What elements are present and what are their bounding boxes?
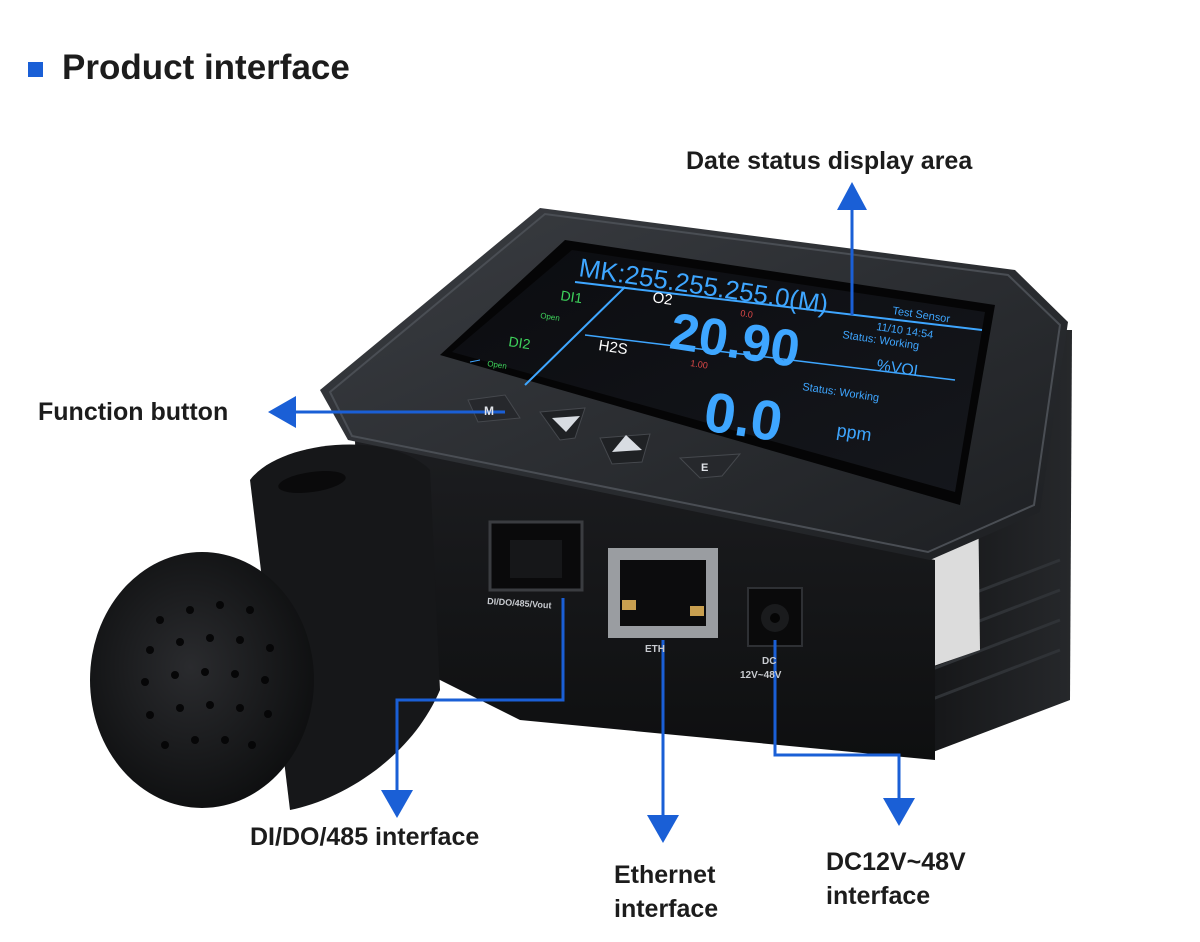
port-dc-power (747, 587, 803, 647)
port-label-dc-top: DC (762, 656, 776, 667)
key-up-icon (612, 435, 642, 452)
port-label-eth: ETH (645, 644, 665, 655)
port-ethernet (608, 548, 718, 638)
callout-dido-interface: DI/DO/485 interface (250, 823, 480, 851)
key-down-icon (552, 416, 580, 432)
callout-ethernet-line2: interface (614, 895, 719, 923)
title-square-icon (28, 62, 43, 77)
callout-dc-line2: interface (826, 882, 931, 910)
callout-lines (295, 205, 901, 820)
screen-di2-state: Open (487, 359, 508, 371)
callout-ethernet-line1: Ethernet (614, 861, 716, 889)
screen-gas2-name: H2S (597, 337, 628, 358)
screen-di1-label: DI1 (560, 287, 584, 306)
key-enter (678, 453, 742, 479)
screen-gas1-small: 0.0 (740, 308, 754, 320)
key-menu-label: M (484, 404, 494, 418)
arrow-left-icon (268, 396, 296, 428)
arrow-down-icon (381, 790, 413, 818)
sensor-holes (141, 601, 274, 749)
keypad (467, 394, 742, 479)
port-label-dido: DI/DO/485/Vout (487, 596, 552, 610)
arrow-up-icon (837, 182, 867, 210)
callout-function-button: Function button (38, 398, 229, 426)
screen-gas1-name: O2 (651, 289, 673, 309)
screen-di1-state: Open (540, 311, 561, 323)
screen-di2-label: DI2 (508, 333, 532, 352)
page-title: Product interface (62, 48, 350, 87)
arrow-down-icon (647, 815, 679, 843)
callout-dc-line1: DC12V~48V (826, 848, 966, 876)
screen-gas2-value: 0.0 (700, 380, 786, 454)
screen-gas2-small: 1.00 (690, 358, 709, 370)
callout-display-area: Date status display area (686, 147, 973, 175)
screen-gas1-unit: %VOL (875, 357, 923, 381)
gas-sensor-cylinder (90, 444, 440, 810)
arrow-heads (268, 182, 915, 843)
port-label-dc-bottom: 12V~48V (740, 670, 782, 681)
key-menu (467, 394, 521, 423)
arrow-down-icon (883, 798, 915, 826)
key-enter-label: E (701, 462, 708, 474)
port-dido (488, 520, 584, 592)
